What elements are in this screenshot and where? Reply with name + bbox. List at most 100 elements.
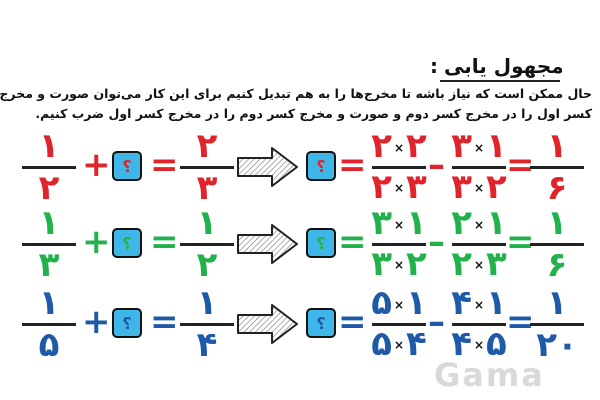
question-mark-icon: ؟ (316, 233, 326, 253)
question-mark-icon: ؟ (122, 313, 132, 333)
denominator-value: ۲ (38, 168, 60, 208)
multiplier: × (473, 258, 485, 272)
denominator: ۲×۳ (371, 246, 427, 284)
denominator: ۴×۵ (371, 326, 427, 364)
denominator-value: ۶ (546, 168, 568, 208)
multiplier: × (393, 258, 405, 272)
question-mark-icon: ؟ (316, 156, 326, 176)
fraction-bar (180, 322, 234, 326)
numerator: ۱ (547, 128, 568, 164)
equals-sign: = (506, 222, 535, 262)
minus-sign: – (428, 222, 445, 262)
numerator-value: ۱ (406, 203, 427, 243)
denominator: ۲۰ (536, 327, 578, 363)
numerator-value: ۱ (486, 283, 507, 323)
numerator: ۲×۲ (371, 128, 427, 166)
denominator: ۵×۴ (451, 326, 507, 364)
unknown-box: ؟ (112, 151, 142, 181)
denominator: ۳×۲ (451, 246, 507, 284)
description-line-2: کسر اول را در مخرج کسر دوم و صورت و مخرج… (35, 106, 592, 121)
numerator: ۱×۳ (451, 128, 507, 166)
numerator: ۱×۵ (371, 285, 427, 323)
numerator: ۲ (197, 128, 218, 164)
denominator-value: ۶ (546, 245, 568, 285)
denominator: ۴ (197, 327, 218, 363)
denominator: ۳ (197, 170, 218, 206)
fraction-bar (452, 165, 506, 169)
multiplier-value: ۴ (451, 323, 472, 364)
equals-sign: = (506, 145, 535, 185)
multiplier: × (473, 140, 485, 155)
fraction-bar (372, 322, 426, 326)
numerator-value: ۱ (406, 283, 427, 323)
numerator: ۱ (547, 205, 568, 241)
equals-sign: = (150, 222, 179, 262)
numerator-value: ۱ (38, 126, 60, 166)
unknown-box: ؟ (112, 308, 142, 338)
multiplier: × (473, 217, 485, 232)
numerator-value: ۱ (196, 283, 218, 323)
multiplier: × (473, 338, 485, 352)
denominator: ۲ (39, 170, 60, 206)
fraction-bar (372, 242, 426, 246)
numerator: ۱ (39, 128, 60, 164)
denominator-value: ۳ (406, 166, 427, 207)
unknown-box: ؟ (112, 228, 142, 258)
description-line-1: حال ممکن است که نیاز باشه تا مخرج‌ها را … (0, 86, 592, 101)
numerator-value: ۱ (546, 283, 568, 323)
plus-sign: + (82, 302, 111, 342)
numerator: ۱×۲ (451, 205, 507, 243)
numerator: ۱×۳ (371, 205, 427, 243)
title-underline (440, 80, 560, 82)
multiplier: × (473, 297, 485, 312)
numerator-value: ۲ (196, 126, 218, 166)
multiplier-value: ۲ (451, 243, 472, 284)
multiplier-value: ۲ (371, 166, 392, 207)
denominator-value: ۲ (406, 243, 427, 284)
denominator-value: ۴ (406, 323, 427, 364)
arrow-icon (234, 145, 300, 189)
title-text: مجهول یابی (444, 54, 564, 78)
fraction-bar (530, 322, 584, 326)
numerator: ۱ (39, 205, 60, 241)
multiplier: × (473, 181, 485, 195)
multiplier: × (393, 297, 405, 312)
minus-sign: – (428, 145, 445, 185)
denominator-value: ۳ (38, 245, 60, 285)
watermark-logo: Gama (434, 356, 545, 394)
question-mark-icon: ؟ (316, 313, 326, 333)
fraction-bar (530, 242, 584, 246)
question-mark-icon: ؟ (122, 233, 132, 253)
multiplier-value: ۲ (451, 203, 472, 243)
multiplier-value: ۴ (451, 283, 472, 323)
denominator-value: ۲ (196, 245, 218, 285)
denominator: ۶ (547, 247, 568, 283)
arrow-icon (234, 302, 300, 346)
numerator-value: ۱ (196, 203, 218, 243)
multiplier: × (393, 338, 405, 352)
denominator: ۶ (547, 170, 568, 206)
numerator: ۱ (547, 285, 568, 321)
unknown-box: ؟ (306, 308, 336, 338)
denominator-value: ۳ (196, 168, 218, 208)
equals-sign: = (338, 302, 367, 342)
title-colon: : (430, 54, 438, 78)
denominator: ۲×۳ (451, 169, 507, 207)
multiplier: × (393, 217, 405, 232)
equals-sign: = (338, 145, 367, 185)
minus-sign: – (428, 302, 445, 342)
numerator: ۱×۴ (451, 285, 507, 323)
denominator-value: ۲ (486, 166, 507, 207)
plus-sign: + (82, 145, 111, 185)
